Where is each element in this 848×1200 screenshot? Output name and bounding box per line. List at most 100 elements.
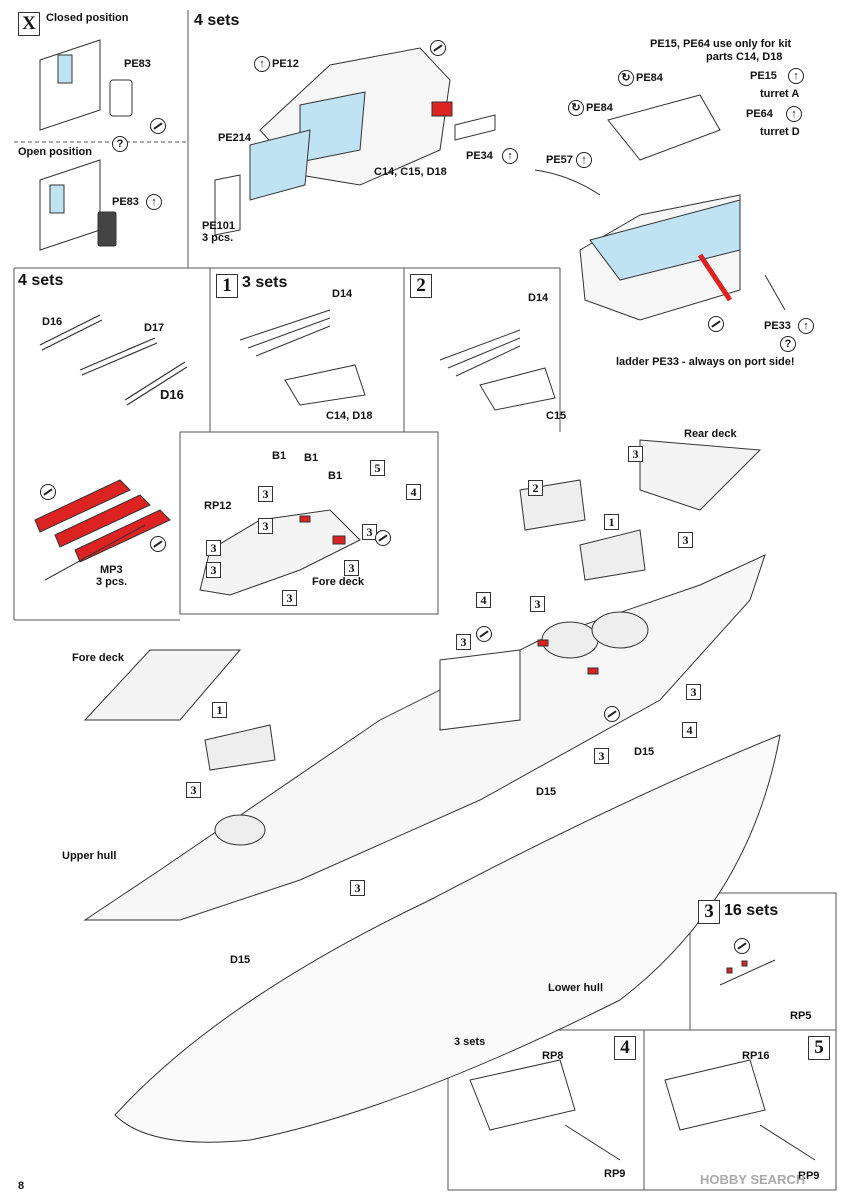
glue-icon bbox=[734, 938, 750, 954]
kit-parts-label: C14, C15, D18 bbox=[374, 166, 447, 178]
rp8-label: RP8 bbox=[542, 1050, 564, 1062]
d17-label: D17 bbox=[144, 322, 165, 334]
question-icon: ? bbox=[112, 136, 128, 152]
bend-arrow-icon: ↑ bbox=[798, 318, 814, 334]
d16-a-label: D16 bbox=[42, 316, 63, 328]
step-1-badge: 1 bbox=[216, 274, 238, 298]
glue-icon bbox=[604, 706, 620, 722]
step-3-ref: 3 bbox=[594, 748, 609, 764]
step-3-ref: 3 bbox=[678, 532, 693, 548]
fore-deck-label: Fore deck bbox=[72, 652, 124, 664]
lower-hull bbox=[114, 734, 781, 1143]
step5-frame bbox=[643, 1029, 837, 1191]
turret-sets-title: 4 sets bbox=[194, 12, 240, 29]
pe57-label: PE57 bbox=[546, 154, 573, 166]
b1-c-label: B1 bbox=[328, 470, 343, 482]
bend-arrow-icon: ↑ bbox=[576, 152, 592, 168]
pe83-open-label: PE83 bbox=[112, 196, 139, 208]
closed-position-title: Closed position bbox=[46, 12, 129, 24]
step1-parts-label: C14, D18 bbox=[326, 410, 373, 422]
step-3-ref: 3 bbox=[206, 562, 221, 578]
step4-title: 3 sets bbox=[454, 1036, 486, 1048]
pe101-label: PE101 bbox=[202, 220, 236, 232]
pe84-b-label: PE84 bbox=[586, 102, 613, 114]
page-number: 8 bbox=[18, 1180, 25, 1192]
rotate-arrow-icon: ↻ bbox=[618, 70, 634, 86]
rp16-label: RP16 bbox=[742, 1050, 770, 1062]
step-3-ref: 3 bbox=[282, 590, 297, 606]
glue-icon bbox=[40, 484, 56, 500]
rotate-arrow-icon: ↻ bbox=[568, 100, 584, 116]
pe214-label: PE214 bbox=[218, 132, 252, 144]
open-position-title: Open position bbox=[18, 146, 92, 158]
step-4-ref: 4 bbox=[476, 592, 491, 608]
d15-b-label: D15 bbox=[536, 786, 557, 798]
step-5-ref: 5 bbox=[370, 460, 385, 476]
upper-hull-label: Upper hull bbox=[62, 850, 117, 862]
step2-d14-label: D14 bbox=[528, 292, 549, 304]
step-1-ref: 1 bbox=[212, 702, 227, 718]
step-2-ref: 2 bbox=[528, 480, 543, 496]
fore-deck-inset-title: Fore deck bbox=[312, 576, 364, 588]
step-2-badge: 2 bbox=[410, 274, 432, 298]
fore-deck-inset-frame bbox=[179, 431, 439, 615]
mp3-label: MP3 bbox=[100, 564, 123, 576]
d14-label: D14 bbox=[332, 288, 353, 300]
kit-note-line2: parts C14, D18 bbox=[706, 51, 783, 63]
bend-arrow-icon: ↑ bbox=[146, 194, 162, 210]
rp12-label: RP12 bbox=[204, 500, 232, 512]
step-3-ref: 3 bbox=[258, 486, 273, 502]
step-3-ref: 3 bbox=[258, 518, 273, 534]
pe15-label: PE15 bbox=[750, 70, 777, 82]
glue-icon bbox=[708, 316, 724, 332]
rear-deck-label: Rear deck bbox=[684, 428, 737, 440]
glue-icon bbox=[150, 536, 166, 552]
watermark: HOBBY SEARCH bbox=[700, 1172, 806, 1187]
turret-a-label: turret A bbox=[760, 88, 800, 100]
pe33-label: PE33 bbox=[764, 320, 791, 332]
glue-icon bbox=[150, 118, 166, 134]
bend-arrow-icon: ↑ bbox=[786, 106, 802, 122]
step-1-ref: 1 bbox=[604, 514, 619, 530]
pe83-closed-label: PE83 bbox=[124, 58, 151, 70]
kit-note-line1: PE15, PE64 use only for kit bbox=[650, 38, 792, 50]
b1-a-label: B1 bbox=[272, 450, 287, 462]
glue-icon bbox=[476, 626, 492, 642]
pe64-label: PE64 bbox=[746, 108, 773, 120]
pe12-label: PE12 bbox=[272, 58, 299, 70]
b1-b-label: B1 bbox=[304, 452, 319, 464]
bend-arrow-icon: ↑ bbox=[254, 56, 270, 72]
turret-d-label: turret D bbox=[760, 126, 800, 138]
step1-title: 3 sets bbox=[242, 274, 288, 291]
step-3-ref: 3 bbox=[628, 446, 643, 462]
step-x-badge: X bbox=[18, 12, 40, 36]
step-3-ref: 3 bbox=[686, 684, 701, 700]
bend-arrow-icon: ↑ bbox=[788, 68, 804, 84]
step5-rp9-label: RP9 bbox=[798, 1170, 820, 1182]
step-3-ref: 3 bbox=[362, 524, 377, 540]
step4-rp9-label: RP9 bbox=[604, 1168, 626, 1180]
step-3-ref: 3 bbox=[206, 540, 221, 556]
bend-arrow-icon: ↑ bbox=[502, 148, 518, 164]
d16-b-label: D16 bbox=[160, 387, 184, 402]
mp3-qty-label: 3 pcs. bbox=[96, 576, 128, 588]
question-icon: ? bbox=[780, 336, 796, 352]
ladder-note: ladder PE33 - always on port side! bbox=[616, 356, 795, 368]
d15-c-label: D15 bbox=[230, 954, 251, 966]
step3-title: 16 sets bbox=[724, 902, 779, 919]
pe34-label: PE34 bbox=[466, 150, 493, 162]
step-4-badge: 4 bbox=[614, 1036, 636, 1060]
glue-icon bbox=[375, 530, 391, 546]
step-3-ref: 3 bbox=[344, 560, 359, 576]
step-5-badge: 5 bbox=[808, 1036, 830, 1060]
step-3-ref: 3 bbox=[350, 880, 365, 896]
d15-a-label: D15 bbox=[634, 746, 655, 758]
rp5-label: RP5 bbox=[790, 1010, 812, 1022]
step-3-badge: 3 bbox=[698, 900, 720, 924]
step-3-ref: 3 bbox=[530, 596, 545, 612]
step-4-ref: 4 bbox=[682, 722, 697, 738]
step-3-ref: 3 bbox=[456, 634, 471, 650]
pe84-a-label: PE84 bbox=[636, 72, 663, 84]
guns-sets-title: 4 sets bbox=[18, 272, 64, 289]
